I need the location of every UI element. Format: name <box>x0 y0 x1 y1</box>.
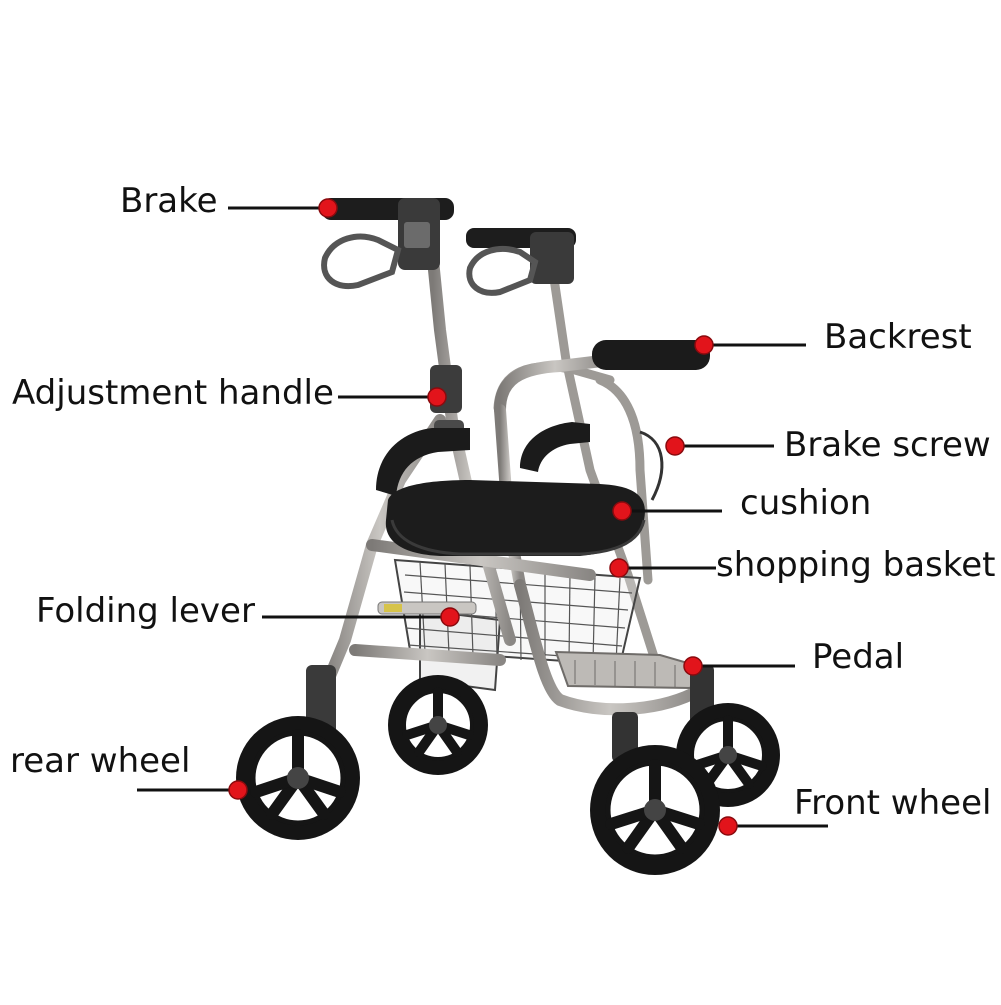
label-brake-screw: Brake screw <box>784 425 991 465</box>
label-front-wheel: Front wheel <box>794 783 992 823</box>
front-wheel-near <box>590 745 720 875</box>
backrest-pad <box>592 340 710 370</box>
label-cushion: cushion <box>740 483 872 523</box>
pin-rear-wheel <box>228 780 248 800</box>
near-handle <box>321 198 454 290</box>
rear-wheel-far <box>388 675 488 775</box>
pin-brake <box>318 198 338 218</box>
far-armrest <box>520 422 590 472</box>
brake-cable <box>639 430 664 501</box>
pin-backrest <box>694 335 714 355</box>
pin-front-wheel <box>718 816 738 836</box>
leader-lines <box>137 206 828 828</box>
label-folding-lever: Folding lever <box>36 591 255 631</box>
label-brake: Brake <box>120 181 218 221</box>
near-armrest <box>376 428 470 496</box>
label-adjustment-handle: Adjustment handle <box>12 373 334 413</box>
pin-pedal <box>683 656 703 676</box>
pedal-plate <box>554 650 707 690</box>
near-frame <box>314 254 706 716</box>
rear-wheel-near <box>236 716 360 840</box>
label-rear-wheel: rear wheel <box>10 741 191 781</box>
pin-shopping-basket <box>609 558 629 578</box>
label-pedal: Pedal <box>812 637 905 677</box>
pin-cushion <box>612 501 632 521</box>
pin-brake-screw <box>665 436 685 456</box>
callout-pins <box>228 198 738 836</box>
label-shopping-basket: shopping basket <box>716 545 996 585</box>
label-backrest: Backrest <box>824 317 972 357</box>
pin-folding-lever <box>440 607 460 627</box>
far-handle <box>466 228 576 296</box>
seat-cushion <box>385 480 645 556</box>
pin-adjustment-handle <box>427 387 447 407</box>
